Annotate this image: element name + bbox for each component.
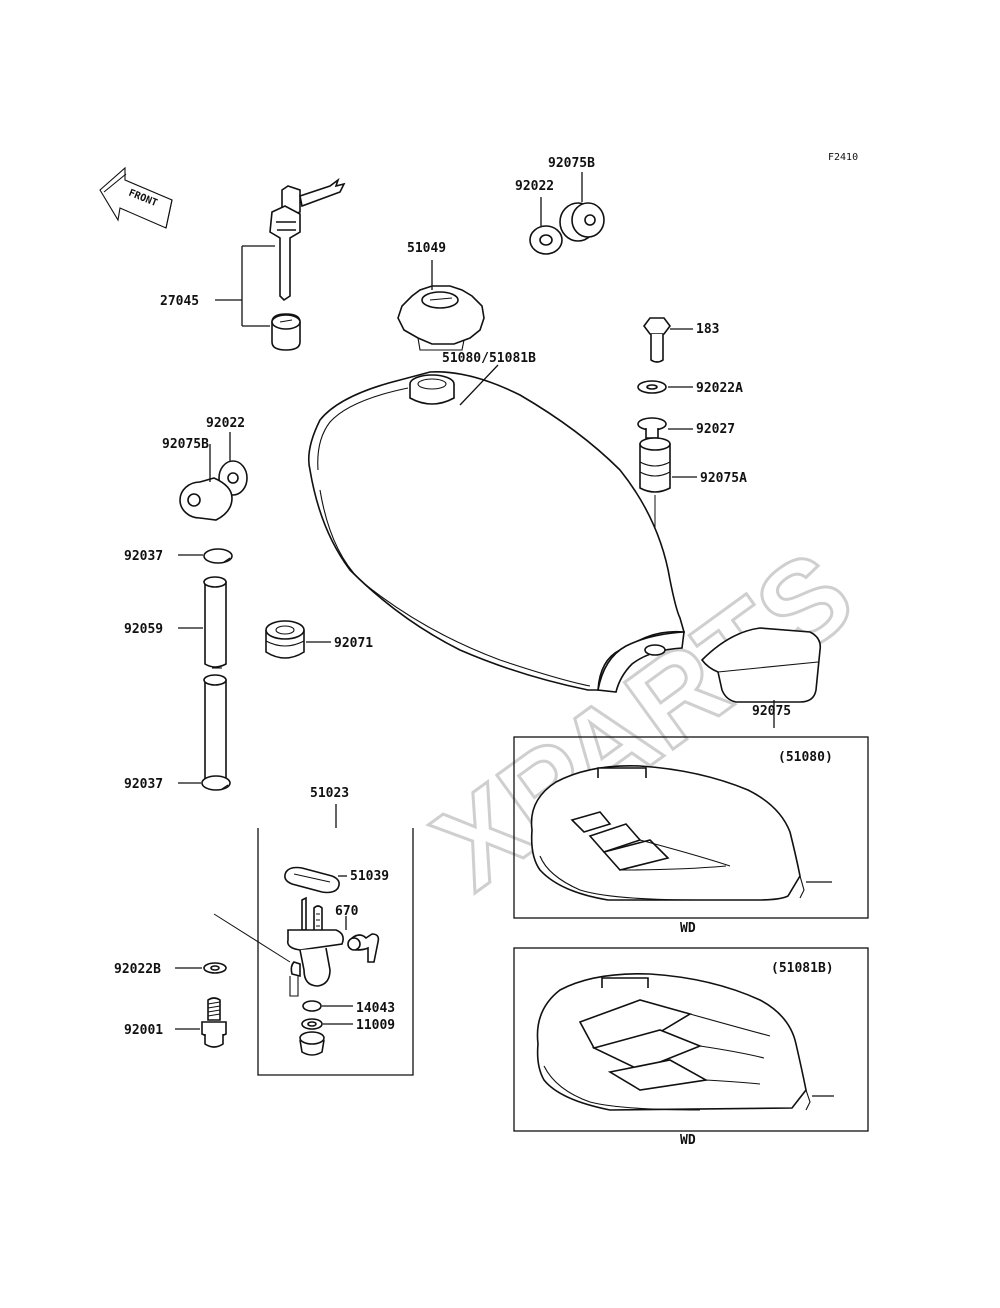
inset-51080-tank — [530, 765, 832, 901]
label-670: 670 — [335, 904, 359, 919]
label-51039: 51039 — [350, 869, 389, 884]
label-92071: 92071 — [334, 636, 373, 651]
label-92075: 92075 — [752, 704, 791, 719]
inset-51081b-tank — [536, 973, 834, 1111]
washer-92022b — [203, 962, 227, 974]
label-92022-top: 92022 — [515, 179, 554, 194]
fuel-cap-51049 — [397, 285, 485, 351]
pad-92075 — [700, 627, 822, 703]
gasket-51039 — [284, 866, 340, 894]
label-92059: 92059 — [124, 622, 163, 637]
label-92075b-top: 92075B — [548, 156, 595, 171]
diagram-code: F2410 — [828, 152, 858, 163]
bolt-183 — [643, 317, 671, 363]
label-51049: 51049 — [407, 241, 446, 256]
washer-92022a — [637, 380, 667, 394]
key-set-27045 — [269, 177, 346, 351]
front-label: FRONT — [127, 188, 159, 209]
label-11009: 11009 — [356, 1018, 395, 1033]
fuel-cock-51023 — [286, 896, 344, 997]
label-92075a: 92075A — [700, 471, 747, 486]
label-27045: 27045 — [160, 294, 199, 309]
washer-11009 — [301, 1018, 323, 1030]
label-92022-left: 92022 — [206, 416, 245, 431]
clamp-92037-bottom — [201, 775, 231, 791]
inset-51080-title: (51080) — [778, 750, 833, 765]
label-92001: 92001 — [124, 1023, 163, 1038]
inset-51081b-title: (51081B) — [771, 961, 834, 976]
damper-92075b-top — [559, 202, 605, 242]
bolt-92001 — [201, 997, 227, 1048]
label-51080: 51080/51081B — [442, 351, 536, 366]
inset-51081b-frame — [513, 947, 869, 1132]
label-92027: 92027 — [696, 422, 735, 437]
hose-92059 — [203, 576, 227, 786]
label-92037-top: 92037 — [124, 549, 163, 564]
damper-92075a — [639, 437, 671, 493]
cup-11009 — [299, 1031, 325, 1056]
inset-51081b-caption: WD — [680, 1133, 696, 1148]
collar-92027 — [637, 417, 667, 439]
clamp-92037-top — [203, 548, 233, 564]
label-92022a: 92022A — [696, 381, 743, 396]
fuel-cock-bracket — [257, 828, 414, 1076]
label-92037-bottom: 92037 — [124, 777, 163, 792]
label-51023: 51023 — [310, 786, 349, 801]
inset-51080-frame — [513, 736, 869, 919]
washer-92022-top — [529, 225, 563, 255]
label-14043: 14043 — [356, 1001, 395, 1016]
grommet-92071 — [265, 620, 305, 659]
oring-14043 — [302, 1000, 322, 1012]
damper-92075b-left — [179, 477, 233, 521]
inset-51080-caption: WD — [680, 921, 696, 936]
label-183: 183 — [696, 322, 719, 337]
front-arrow-icon: FRONT — [99, 166, 173, 229]
label-92022b: 92022B — [114, 962, 161, 977]
lever-670 — [347, 933, 380, 963]
label-92075b-left: 92075B — [162, 437, 209, 452]
fuel-tank-51080 — [307, 371, 686, 693]
